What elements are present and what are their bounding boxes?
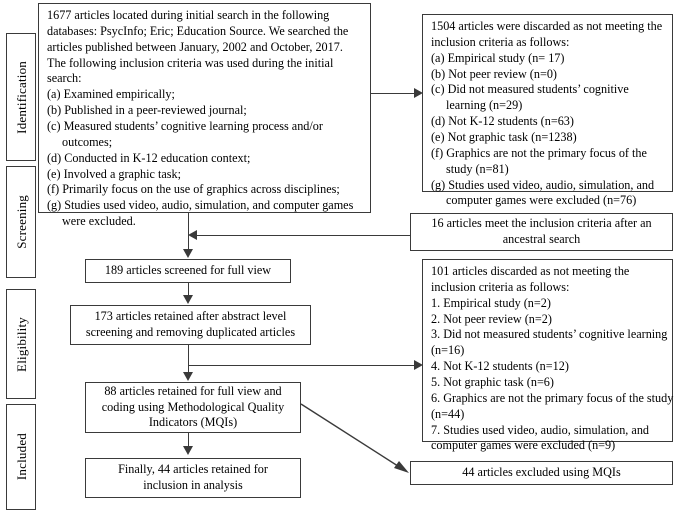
stage-eligibility: Eligibility <box>6 289 36 399</box>
box-retained-coding: 88 articles retained for full view and c… <box>85 382 301 433</box>
connector-ancestral-to-join-arrow <box>188 230 197 240</box>
retained-coding-line-2: coding using Methodological Quality <box>101 399 285 414</box>
initial-search-line-3: articles published between January, 2002… <box>47 39 343 54</box>
discarded-initial-line-9: (f) Graphics are not the primary focus o… <box>431 145 647 160</box>
discarded-initial-line-5: (c) Did not measured students’ cognitive <box>431 82 629 97</box>
initial-search-line-8: (c) Measured students’ cognitive learnin… <box>47 119 323 134</box>
connector-initial-to-discarded-arrow <box>414 88 423 98</box>
connector-coding-to-final-line <box>188 433 189 447</box>
retained-abstract-line-2: screening and removing duplicated articl… <box>85 325 296 339</box>
discarded-full-line-1: 101 articles discarded as not meeting th… <box>431 264 630 278</box>
discarded-full-line-4: 2. Not peer review (n=2) <box>431 311 552 326</box>
discarded-full-line-5: 3. Did not measured students’ cognitive … <box>431 327 668 342</box>
connector-ancestral-to-join-line <box>197 235 410 236</box>
discarded-initial-line-11: (g) Studies used video, audio, simulatio… <box>431 177 655 192</box>
box-discarded-full: 101 articles discarded as not meeting th… <box>422 259 674 452</box>
retained-coding-line-3: Indicators (MQIs) <box>148 415 238 430</box>
stage-screening: Screening <box>6 166 36 278</box>
discarded-initial-line-4: (b) Not peer review (n=0) <box>431 66 557 81</box>
box-initial-search: 1677 articles located during initial sea… <box>38 3 371 228</box>
connector-retained-to-coding-arrow <box>183 372 193 381</box>
discarded-full-line-9: 6. Graphics are not the primary focus of… <box>431 390 674 405</box>
initial-search-line-1: 1677 articles located during initial sea… <box>47 8 330 22</box>
discarded-initial-line-3: (a) Empirical study (n= 17) <box>431 50 565 65</box>
discarded-initial-line-2: inclusion criteria as follows: <box>431 34 570 49</box>
box-screened-full-view: 189 articles screened for full view <box>85 259 291 283</box>
connector-retained-to-discardedfull-arrow <box>414 360 423 370</box>
ancestral-search-line-1: 16 articles meet the inclusion criteria … <box>431 216 652 231</box>
box-final-inclusion: Finally, 44 articles retained for inclus… <box>85 458 301 498</box>
connector-initial-to-discarded-line <box>371 93 415 94</box>
initial-search-line-11: (e) Involved a graphic task; <box>47 166 182 181</box>
retained-coding-line-1: 88 articles retained for full view and <box>104 383 282 398</box>
discarded-full-line-7: 4. Not K-12 students (n=12) <box>431 359 569 374</box>
connector-retained-to-discardedfull-stem <box>188 345 189 366</box>
discarded-initial-line-6: learning (n=29) <box>446 98 523 113</box>
discarded-full-line-6: (n=16) <box>431 343 465 358</box>
initial-search-line-13: (g) Studies used video, audio, simulatio… <box>47 198 354 213</box>
box-retained-abstract: 173 articles retained after abstract lev… <box>70 305 311 345</box>
initial-search-line-9: outcomes; <box>62 134 113 149</box>
connector-screened-to-retained-arrow <box>183 295 193 304</box>
initial-search-line-2: databases: PsycInfo; Eric; Education Sou… <box>47 23 349 38</box>
connector-retained-to-discardedfull-line <box>188 365 415 366</box>
discarded-full-line-8: 5. Not graphic task (n=6) <box>431 375 554 390</box>
discarded-initial-line-1: 1504 articles were discarded as not meet… <box>431 19 663 33</box>
diagonal-line <box>300 403 402 469</box>
ancestral-search-line-2: ancestral search <box>502 232 581 246</box>
screened-full-view-line-1: 189 articles screened for full view <box>104 263 272 278</box>
discarded-full-line-10: (n=44) <box>431 406 465 421</box>
retained-abstract-line-1: 173 articles retained after abstract lev… <box>94 309 287 324</box>
connector-screened-to-retained-line <box>188 283 189 296</box>
diagonal-arrowhead <box>394 461 409 473</box>
stage-identification: Identification <box>6 33 36 161</box>
initial-search-line-7: (b) Published in a peer-reviewed journal… <box>47 103 247 118</box>
discarded-full-line-2: inclusion criteria as follows: <box>431 279 570 294</box>
initial-search-line-14: were excluded. <box>62 214 136 229</box>
discarded-initial-line-12: computer games were excluded (n=76) <box>446 193 637 208</box>
connector-coding-to-final-arrow <box>183 446 193 455</box>
excluded-mqis-line-1: 44 articles excluded using MQIs <box>462 465 621 480</box>
initial-search-line-4: The following inclusion criteria was use… <box>47 55 334 70</box>
connector-initial-to-screened-arrow <box>183 249 193 258</box>
final-inclusion-line-1: Finally, 44 articles retained for <box>118 462 268 477</box>
initial-search-line-6: (a) Examined empirically; <box>47 87 175 102</box>
box-excluded-mqis: 44 articles excluded using MQIs <box>410 461 673 485</box>
initial-search-line-12: (f) Primarily focus on the use of graphi… <box>47 182 340 197</box>
box-discarded-initial: 1504 articles were discarded as not meet… <box>422 14 673 207</box>
initial-search-line-10: (d) Conducted in K-12 education context; <box>47 150 251 165</box>
final-inclusion-line-2: inclusion in analysis <box>143 478 243 492</box>
stage-included: Included <box>6 404 36 510</box>
discarded-full-line-12: computer games were excluded (n=9) <box>431 438 616 453</box>
discarded-full-line-3: 1. Empirical study (n=2) <box>431 295 551 310</box>
discarded-full-line-11: 7. Studies used video, audio, simulation… <box>431 422 650 437</box>
initial-search-line-5: search: <box>47 71 82 86</box>
connector-retained-to-coding-line <box>188 365 189 374</box>
discarded-initial-line-10: study (n=81) <box>446 161 509 176</box>
discarded-initial-line-8: (e) Not graphic task (n=1238) <box>431 130 577 145</box>
discarded-initial-line-7: (d) Not K-12 students (n=63) <box>431 114 574 129</box>
box-ancestral-search: 16 articles meet the inclusion criteria … <box>410 213 673 251</box>
